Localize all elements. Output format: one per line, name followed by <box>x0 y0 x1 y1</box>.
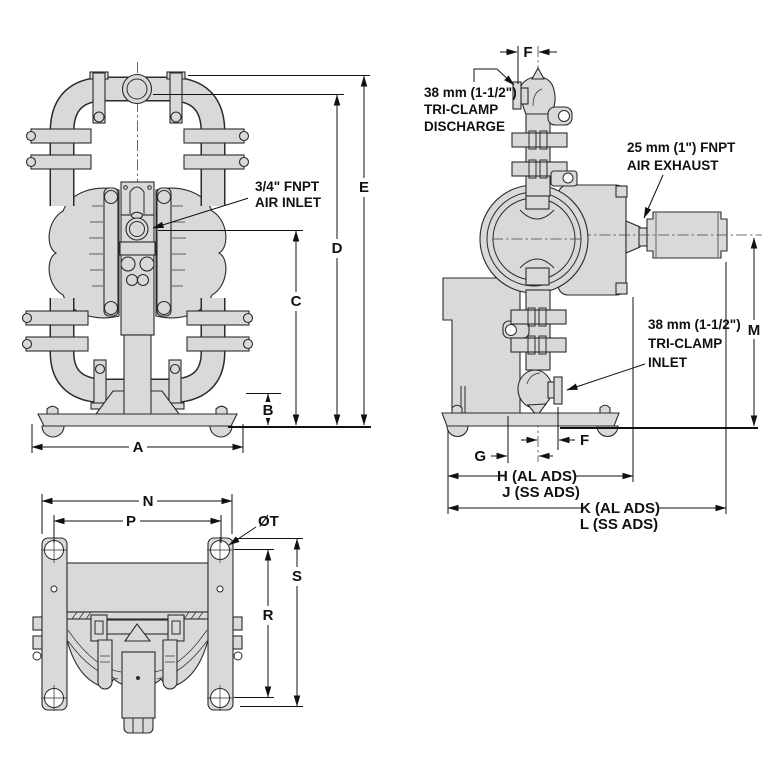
bottom-view-dimensions: N P ØT S R <box>41 493 305 707</box>
dim-label-H: H (AL ADS) <box>497 468 577 485</box>
side-chamber <box>479 184 589 294</box>
front-view-dimensions: E D C B A 3/4" FNPT AIR INLET <box>31 75 372 456</box>
front-side-clamps <box>21 128 254 352</box>
dim-label-R: R <box>263 607 274 624</box>
bottom-view-pump <box>32 537 243 734</box>
side-stand <box>442 277 521 414</box>
dim-label-F-bottom: F <box>580 432 589 449</box>
front-air-valve-body <box>119 181 156 336</box>
side-discharge-flange <box>512 81 522 110</box>
discharge-callout: 38 mm (1-1/2") TRI-CLAMP DISCHARGE <box>424 68 517 134</box>
inlet-callout-line3: INLET <box>648 355 688 370</box>
dim-label-B: B <box>263 402 274 419</box>
discharge-callout-line2: TRI-CLAMP <box>424 102 498 117</box>
inlet-callout: 38 mm (1-1/2") TRI-CLAMP INLET <box>566 317 741 391</box>
bottom-clamp-details <box>90 614 185 690</box>
exhaust-callout-line1: 25 mm (1") FNPT <box>627 140 736 155</box>
side-view-dimensions: F M F G H (AL ADS) J (SS ADS) K (AL ADS)… <box>424 44 763 533</box>
side-inlet-piping <box>502 289 567 417</box>
inlet-callout-line2: TRI-CLAMP <box>648 336 722 351</box>
front-view-pump <box>21 62 371 438</box>
front-vertical-clamps <box>89 71 186 410</box>
bottom-mounting-rails <box>41 537 234 711</box>
dim-label-F-top: F <box>523 44 532 61</box>
inlet-callout-line1: 38 mm (1-1/2") <box>648 317 741 332</box>
dim-label-E: E <box>359 179 369 196</box>
side-inlet-flange <box>553 376 563 405</box>
dim-label-T: ØT <box>258 513 279 530</box>
dim-label-L: L (SS ADS) <box>580 516 658 533</box>
air-inlet-callout-line1: 3/4" FNPT <box>255 179 320 194</box>
discharge-callout-line3: DISCHARGE <box>424 119 505 134</box>
dim-label-K: K (AL ADS) <box>580 500 660 517</box>
front-diaphragm-chambers <box>48 187 227 319</box>
exhaust-callout-line2: AIR EXHAUST <box>627 158 719 173</box>
bottom-mounting-holes <box>41 537 233 711</box>
dim-label-P: P <box>126 513 136 530</box>
air-inlet-callout-line2: AIR INLET <box>255 195 322 210</box>
front-inner-clamp-bands <box>103 187 172 317</box>
dim-label-A: A <box>133 439 144 456</box>
exhaust-callout: 25 mm (1") FNPT AIR EXHAUST <box>623 138 736 219</box>
dim-label-M: M <box>748 322 761 339</box>
dim-label-D: D <box>332 240 343 257</box>
side-view-pump <box>441 46 762 462</box>
dim-label-N: N <box>143 493 154 510</box>
dim-label-G: G <box>474 448 486 465</box>
dim-label-J: J (SS ADS) <box>502 484 580 501</box>
front-foot-left <box>41 425 65 438</box>
side-discharge-piping <box>511 66 578 197</box>
discharge-callout-line1: 38 mm (1-1/2") <box>424 85 517 100</box>
dim-label-S: S <box>292 568 302 585</box>
bottom-mounting-plate <box>66 562 209 613</box>
side-air-motor-body <box>557 184 762 296</box>
front-stand-base <box>37 334 238 438</box>
front-discharge-port <box>121 73 153 105</box>
air-inlet-callout: 3/4" FNPT AIR INLET <box>152 178 322 229</box>
bottom-air-valve <box>121 651 156 734</box>
dim-label-C: C <box>291 293 302 310</box>
side-exhaust-boss <box>625 220 641 254</box>
